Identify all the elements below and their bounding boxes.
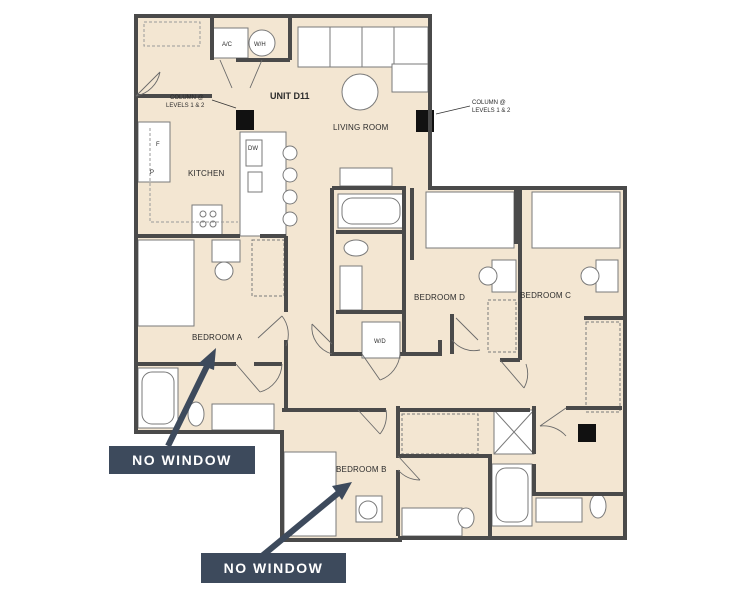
- kitchen-counters: [137, 121, 287, 237]
- column-left-label-1: COLUMN @: [170, 95, 204, 101]
- washer-dryer: [361, 321, 401, 359]
- bedroom-b-furniture: [283, 413, 479, 537]
- no-window-callout-b: NO WINDOW: [201, 553, 346, 583]
- dw-label: DW: [248, 146, 258, 152]
- bath-a-fixtures: [137, 367, 275, 431]
- pantry-label: P: [150, 170, 154, 176]
- bath-d-fixtures: [337, 193, 405, 311]
- callout-arrow-a: [165, 348, 216, 448]
- tv-console: [339, 167, 393, 187]
- column-left-label-2: LEVELS 1 & 2: [166, 103, 205, 109]
- living-room-label: LIVING ROOM: [333, 123, 389, 132]
- wd-label: W/D: [374, 339, 386, 345]
- entry-cabinet: [143, 21, 201, 47]
- bedroom-c-label: BEDROOM C: [520, 291, 571, 300]
- column-bottom: [578, 424, 596, 442]
- ac-label: A/C: [222, 42, 233, 48]
- bedroom-a-label: BEDROOM A: [192, 333, 243, 342]
- bedroom-c-furniture: [531, 191, 621, 413]
- bedroom-b-label: BEDROOM B: [336, 465, 387, 474]
- column-right-label-1: COLUMN @: [472, 100, 506, 106]
- coffee-table: [341, 73, 379, 111]
- callout-arrow-b: [260, 482, 352, 559]
- fridge-label: F: [156, 142, 160, 148]
- mechanical-closet: [211, 27, 276, 59]
- column-leader-left: [211, 99, 237, 109]
- kitchen-dashed-line: [149, 128, 238, 223]
- unit-label: UNIT D11: [270, 91, 310, 101]
- bedroom-a-furniture: [137, 239, 285, 327]
- door-swings: [135, 59, 567, 481]
- wh-label: W/H: [254, 42, 266, 48]
- bar-stools: [282, 145, 298, 227]
- kitchen-label: KITCHEN: [188, 169, 225, 178]
- column-left: [236, 110, 254, 130]
- walls: [134, 14, 627, 542]
- bedroom-d-furniture: [425, 191, 517, 353]
- column-leader-right: [435, 105, 471, 115]
- bedroom-d-label: BEDROOM D: [414, 293, 465, 302]
- column-right-label-2: LEVELS 1 & 2: [472, 108, 511, 114]
- no-window-callout-a: NO WINDOW: [109, 446, 255, 474]
- sofa: [297, 26, 429, 93]
